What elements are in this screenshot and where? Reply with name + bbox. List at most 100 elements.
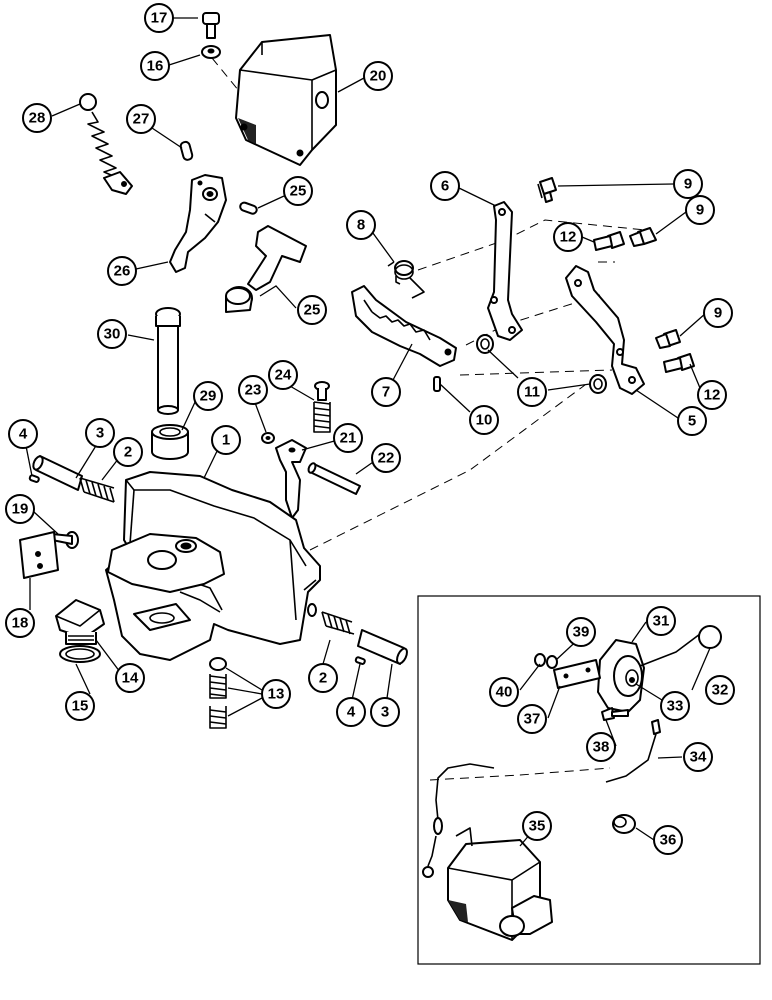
callout-8: 8 bbox=[346, 210, 376, 240]
svg-text:38: 38 bbox=[593, 739, 610, 756]
callout-32: 32 bbox=[705, 675, 735, 705]
svg-text:29: 29 bbox=[200, 388, 217, 405]
callout-9-top: 9 bbox=[673, 169, 703, 199]
callout-40: 40 bbox=[489, 677, 519, 707]
svg-text:30: 30 bbox=[104, 326, 121, 343]
callouts: 17 16 20 28 27 25 26 25 30 29 23 24 21 2… bbox=[5, 3, 735, 855]
callout-13: 13 bbox=[261, 679, 291, 709]
svg-text:21: 21 bbox=[340, 430, 357, 447]
svg-text:2: 2 bbox=[124, 444, 132, 461]
svg-text:13: 13 bbox=[268, 686, 285, 703]
callout-37: 37 bbox=[517, 704, 547, 734]
bolt-part-12-a bbox=[593, 231, 625, 251]
svg-text:17: 17 bbox=[151, 10, 168, 27]
svg-text:9: 9 bbox=[714, 305, 722, 322]
callout-23: 23 bbox=[238, 375, 268, 405]
sleeve-part-3-left bbox=[32, 455, 83, 491]
bush-part-29 bbox=[151, 424, 189, 460]
callout-27: 27 bbox=[126, 104, 156, 134]
callout-34: 34 bbox=[683, 742, 713, 772]
callout-15: 15 bbox=[65, 691, 95, 721]
callout-2-right: 2 bbox=[308, 663, 338, 693]
pin-part-25 bbox=[239, 201, 258, 215]
callout-38: 38 bbox=[586, 732, 616, 762]
washer-part-16 bbox=[201, 45, 221, 59]
screw-part-38 bbox=[601, 707, 629, 721]
inset-frame bbox=[417, 595, 761, 965]
callout-6: 6 bbox=[430, 171, 460, 201]
hand-lever-part-7 bbox=[351, 285, 457, 367]
svg-text:14: 14 bbox=[122, 670, 139, 687]
callout-12-top: 12 bbox=[553, 222, 583, 252]
callout-1: 1 bbox=[211, 425, 241, 455]
hitch-body-part-1 bbox=[105, 471, 321, 661]
svg-text:34: 34 bbox=[690, 749, 707, 766]
svg-text:10: 10 bbox=[476, 412, 493, 429]
callout-18: 18 bbox=[5, 608, 35, 638]
svg-text:37: 37 bbox=[524, 711, 541, 728]
svg-text:18: 18 bbox=[12, 615, 29, 632]
callout-12-low: 12 bbox=[697, 380, 727, 410]
svg-text:11: 11 bbox=[524, 384, 540, 401]
washer-part-23 bbox=[261, 432, 275, 444]
spring-plunger-part-28 bbox=[79, 93, 133, 195]
nut-part-40 bbox=[534, 653, 546, 667]
callout-36: 36 bbox=[653, 825, 683, 855]
plate-part-18 bbox=[19, 531, 59, 579]
bolt-part-9-c bbox=[655, 329, 681, 349]
callout-29: 29 bbox=[193, 381, 223, 411]
callout-31: 31 bbox=[646, 606, 676, 636]
svg-text:1: 1 bbox=[222, 432, 230, 449]
svg-text:15: 15 bbox=[72, 698, 89, 715]
svg-text:20: 20 bbox=[370, 68, 387, 85]
svg-text:31: 31 bbox=[653, 613, 670, 630]
rod-part-22 bbox=[307, 462, 361, 495]
svg-text:24: 24 bbox=[275, 367, 292, 384]
callout-20: 20 bbox=[363, 61, 393, 91]
bolt-part-17 bbox=[202, 12, 220, 39]
callout-3-left: 3 bbox=[85, 418, 115, 448]
callout-9-low: 9 bbox=[703, 298, 733, 328]
bush-part-11-a bbox=[476, 334, 494, 354]
callout-2-left: 2 bbox=[113, 437, 143, 467]
grommet-part-36 bbox=[612, 814, 636, 834]
callout-4-right: 4 bbox=[336, 697, 366, 727]
svg-text:6: 6 bbox=[441, 178, 449, 195]
bolt-part-12-b bbox=[663, 353, 695, 373]
svg-text:7: 7 bbox=[382, 384, 390, 401]
callout-3-right: 3 bbox=[370, 697, 400, 727]
svg-text:23: 23 bbox=[245, 382, 262, 399]
callout-24: 24 bbox=[268, 360, 298, 390]
callout-14: 14 bbox=[115, 663, 145, 693]
sleeve-part-3-right bbox=[357, 629, 408, 665]
pin-part-4-left bbox=[28, 474, 40, 483]
svg-text:19: 19 bbox=[12, 501, 29, 518]
svg-text:36: 36 bbox=[660, 832, 677, 849]
detent-spring-part-24 bbox=[313, 381, 331, 433]
cover-housing-part-20 bbox=[235, 34, 337, 166]
link-arm-part-6 bbox=[487, 201, 523, 341]
spring-part-2-right bbox=[321, 611, 355, 635]
spring-part-2-left bbox=[79, 477, 115, 503]
callout-26: 26 bbox=[107, 256, 137, 286]
svg-text:9: 9 bbox=[696, 202, 704, 219]
washer-part-39 bbox=[546, 655, 558, 669]
svg-text:32: 32 bbox=[712, 682, 729, 699]
svg-text:12: 12 bbox=[560, 229, 577, 246]
callout-7: 7 bbox=[371, 377, 401, 407]
cranked-handle-part-25 bbox=[225, 225, 307, 313]
pin-part-4-right bbox=[354, 656, 366, 665]
svg-text:3: 3 bbox=[96, 425, 104, 442]
lever-plate-part-26 bbox=[169, 174, 227, 273]
callout-25-handle: 25 bbox=[297, 295, 327, 325]
leader-lines bbox=[25, 17, 711, 847]
callout-30: 30 bbox=[97, 319, 127, 349]
svg-text:25: 25 bbox=[304, 302, 321, 319]
svg-text:8: 8 bbox=[357, 217, 365, 234]
callout-9-mid: 9 bbox=[685, 195, 715, 225]
svg-text:39: 39 bbox=[573, 624, 590, 641]
svg-text:3: 3 bbox=[381, 704, 389, 721]
callout-39: 39 bbox=[566, 617, 596, 647]
callout-4-left: 4 bbox=[8, 419, 38, 449]
